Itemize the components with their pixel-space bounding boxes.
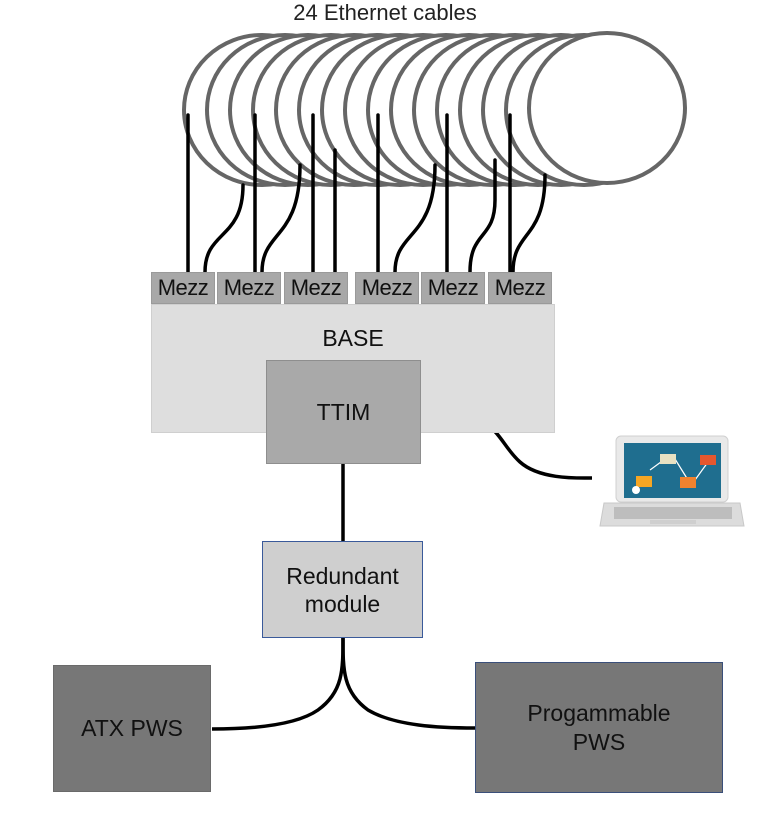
ttim-label: TTIM — [316, 398, 371, 425]
redundant-prog-cable — [341, 637, 476, 730]
diagram-title: 24 Ethernet cables — [293, 0, 477, 25]
redundant-module: Redundant module — [262, 541, 423, 638]
base-label: BASE — [322, 325, 384, 351]
atx-power-supply: ATX PWS — [53, 665, 211, 792]
redundant-module-label: Redundant module — [286, 562, 399, 617]
mezz-card-6: Mezz — [488, 272, 552, 304]
cable-coil-icon — [182, 31, 687, 187]
redundant-atx-cable — [211, 637, 345, 731]
atx-power-supply-label: ATX PWS — [81, 715, 183, 741]
laptop-icon — [599, 435, 745, 527]
mezz-card-4: Mezz — [355, 272, 419, 304]
mezz-card-3: Mezz — [284, 272, 348, 304]
programmable-power-supply: Progammable PWS — [475, 662, 723, 793]
programmable-power-supply-label: Progammable PWS — [527, 699, 671, 755]
mezz-card-1: Mezz — [151, 272, 215, 304]
mezz-card-2: Mezz — [217, 272, 281, 304]
ttim-module: TTIM — [266, 360, 421, 464]
cable-leads — [186, 113, 547, 274]
mezz-card-5: Mezz — [421, 272, 485, 304]
